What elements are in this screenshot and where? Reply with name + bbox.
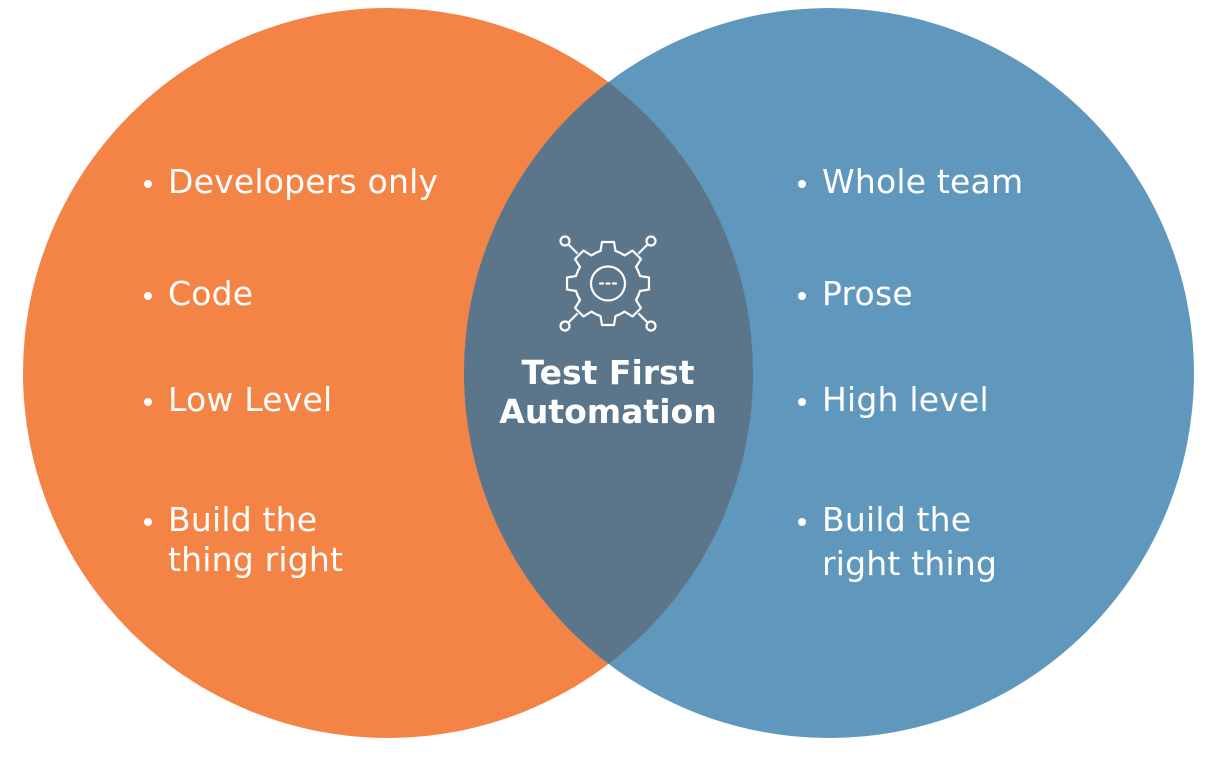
left-item-text: Developers only <box>168 162 439 201</box>
right-item-text-line-1: Build the <box>822 500 972 539</box>
right-item-build-the-right-thing: Build the right thing <box>796 500 997 584</box>
right-item-high-level: High level <box>796 380 989 420</box>
gear-circuit-icon <box>555 230 661 336</box>
right-item-text: Whole team <box>822 162 1024 201</box>
right-item-whole-team: Whole team <box>796 162 1023 202</box>
left-item-low-level: Low Level <box>142 380 332 420</box>
left-item-text: Code <box>168 274 254 313</box>
left-item-text-line-2: thing right <box>168 540 344 579</box>
right-item-text: Prose <box>822 274 913 313</box>
left-item-developers-only: Developers only <box>142 162 438 202</box>
left-item-text-line-1: Build the <box>168 500 318 539</box>
center-title-line-2: Automation <box>499 392 717 431</box>
right-item-prose: Prose <box>796 274 913 314</box>
center-title-line-1: Test First <box>521 353 695 392</box>
left-item-build-the-thing-right: Build the thing right <box>142 500 343 580</box>
center-title: Test First Automation <box>470 353 746 431</box>
right-item-text-line-2: right thing <box>822 544 998 583</box>
left-item-code: Code <box>142 274 253 314</box>
left-item-text: Low Level <box>168 380 333 419</box>
overlap-region <box>464 8 753 738</box>
right-item-text: High level <box>822 380 989 419</box>
